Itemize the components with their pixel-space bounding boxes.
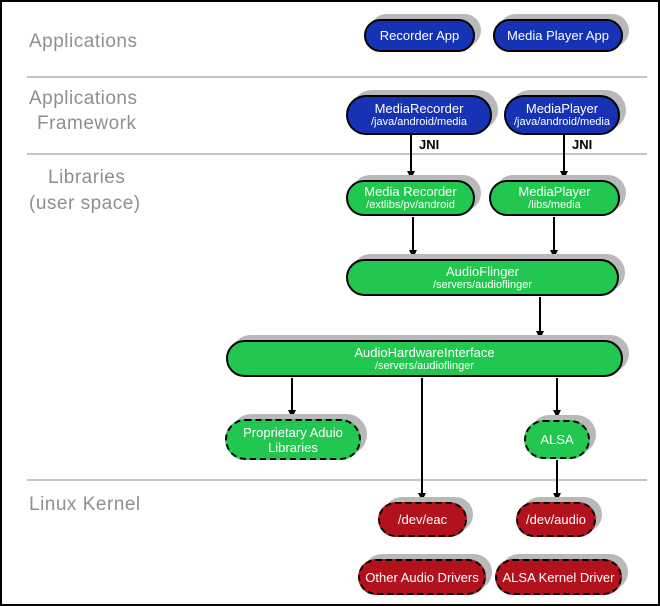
arrow-ahi-to-proprietary-head [288, 410, 296, 418]
arrow-mediaplayer-jni [563, 135, 565, 173]
layer-label-linux-kernel: Linux Kernel [29, 494, 141, 515]
node-audio-hardware-interface: AudioHardwareInterface /servers/audiofli… [226, 340, 623, 377]
arrow-mediaplayer-jni-head [560, 171, 568, 179]
node-audioflinger-title: AudioFlinger [446, 263, 519, 279]
divider-libraries-kernel [27, 479, 647, 481]
node-proprietary-audio-libraries-label: Proprietary Aduio Libraries [243, 424, 343, 455]
node-alsa-label: ALSA [540, 432, 574, 447]
arrow-alsa-to-dev-audio [556, 460, 558, 495]
node-recorder-app-label: Recorder App [379, 28, 460, 43]
node-mediaplayer-framework-subtitle: /java/android/media [513, 116, 610, 128]
node-other-audio-drivers-label: Other Audio Drivers [365, 569, 479, 585]
node-media-recorder-lib-subtitle: /extlibs/pv/android [366, 199, 455, 211]
node-other-audio-drivers: Other Audio Drivers [358, 559, 486, 595]
node-recorder-app: Recorder App [364, 19, 475, 52]
node-mediaplayer-lib-subtitle: /libs/media [528, 199, 581, 211]
arrow-ahi-to-alsa [556, 378, 558, 412]
node-dev-eac: /dev/eac [378, 502, 467, 537]
arrow-ahi-to-dev-eac-head [418, 493, 426, 501]
node-dev-eac-label: /dev/eac [397, 512, 448, 527]
node-mediaplayer-lib: MediaPlayer /libs/media [489, 180, 620, 216]
node-mediarecorder-framework-title: MediaRecorder [374, 101, 464, 116]
arrow-audioflinger-to-ahi [539, 297, 541, 333]
jni-label-right: JNI [572, 137, 593, 152]
node-mediaplayer-lib-title: MediaPlayer [518, 184, 591, 199]
arrow-ahi-to-dev-eac [421, 378, 423, 495]
arrow-mediarecorder-jni [410, 135, 412, 173]
node-audioflinger-subtitle: /servers/audioflinger [432, 278, 533, 291]
node-dev-audio: /dev/audio [516, 502, 596, 537]
arrow-mediarecorderlib-to-audioflinger [412, 217, 414, 252]
node-mediarecorder-framework-subtitle: /java/android/media [370, 116, 467, 128]
node-audio-hardware-interface-subtitle: /servers/audioflinger [374, 359, 475, 372]
layer-label-libraries-line2: (user space) [29, 193, 141, 214]
layer-label-libraries-line1: Libraries [48, 167, 126, 188]
jni-label-left: JNI [419, 137, 440, 152]
arrow-alsa-to-dev-audio-head [553, 493, 561, 501]
layer-label-framework-line1: Applications [29, 88, 138, 109]
node-media-player-app-label: Media Player App [507, 28, 609, 43]
divider-applications-framework [27, 76, 647, 78]
node-alsa-kernel-driver: ALSA Kernel Driver [495, 559, 622, 595]
node-dev-audio-label: /dev/audio [526, 512, 586, 527]
node-alsa-kernel-driver-label: ALSA Kernel Driver [502, 569, 615, 585]
arrow-mediaplayerlib-to-audioflinger [553, 217, 555, 252]
node-media-recorder-lib: Media Recorder /extlibs/pv/android [346, 180, 475, 216]
layer-label-applications: Applications [29, 31, 138, 52]
layer-label-framework-line2: Framework [37, 113, 137, 134]
node-proprietary-audio-libraries: Proprietary Aduio Libraries [225, 419, 361, 460]
node-alsa: ALSA [524, 420, 590, 459]
node-audio-hardware-interface-title: AudioHardwareInterface [354, 344, 495, 360]
arrow-audioflinger-to-ahi-head [536, 331, 544, 339]
node-audioflinger: AudioFlinger /servers/audioflinger [346, 259, 619, 296]
arrow-mediarecorderlib-to-audioflinger-head [409, 250, 417, 258]
node-media-recorder-lib-title: Media Recorder [364, 184, 457, 199]
divider-framework-libraries [27, 153, 647, 155]
arrow-mediaplayerlib-to-audioflinger-head [550, 250, 558, 258]
arrow-mediarecorder-jni-head [407, 171, 415, 179]
node-mediaplayer-framework-title: MediaPlayer [525, 101, 599, 116]
node-media-player-app: Media Player App [493, 19, 623, 52]
node-mediarecorder-framework: MediaRecorder /java/android/media [346, 95, 492, 135]
arrow-ahi-to-alsa-head [553, 410, 561, 418]
arrow-ahi-to-proprietary [291, 378, 293, 412]
node-mediaplayer-framework: MediaPlayer /java/android/media [504, 95, 620, 135]
